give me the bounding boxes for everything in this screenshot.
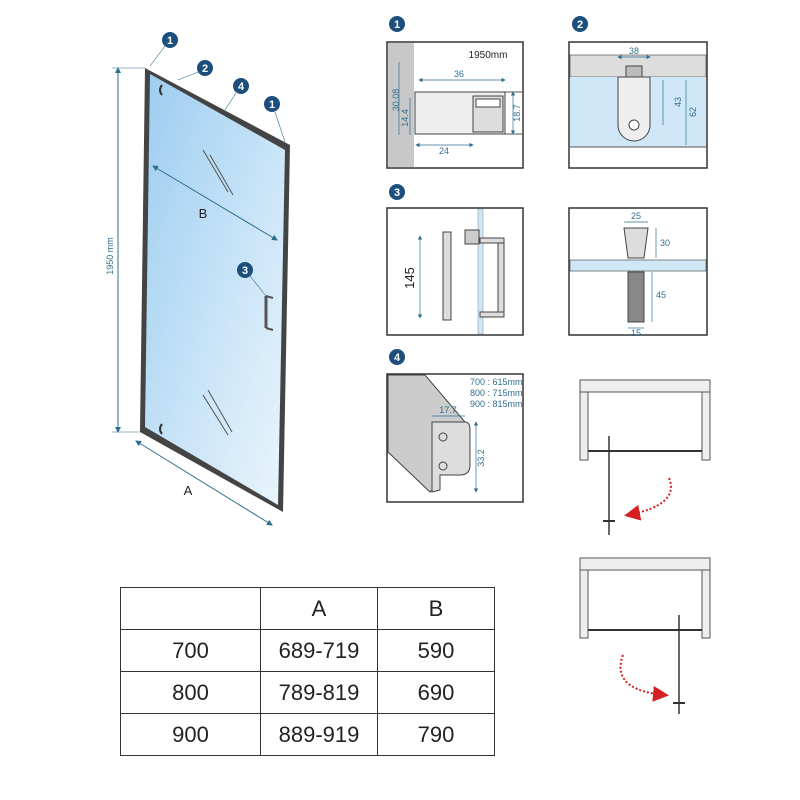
dimension-label: 36 bbox=[454, 69, 464, 79]
table-cell: 700 bbox=[120, 629, 261, 672]
dimension-label: 15 bbox=[631, 328, 641, 338]
table-cell: 889-919 bbox=[260, 713, 378, 756]
table-header-row: A B bbox=[120, 587, 495, 630]
hinge-bracket bbox=[617, 76, 651, 142]
callout-1-right: 1 bbox=[264, 96, 286, 143]
table-row: 900 889-919 790 bbox=[120, 713, 495, 756]
panel-1-badge: 1 bbox=[394, 19, 400, 31]
dimension-label: 18.7 bbox=[512, 104, 522, 122]
handle-bar bbox=[442, 231, 452, 321]
table-cell: 900 bbox=[120, 713, 261, 756]
size-note: 900 : 815mm bbox=[470, 399, 523, 409]
glass-section bbox=[569, 259, 707, 272]
dimension-label: 33.2 bbox=[476, 449, 486, 467]
swing-diagram-inward bbox=[579, 557, 711, 714]
glass-reflection bbox=[202, 394, 229, 436]
callout-1-top: 1 bbox=[149, 32, 178, 67]
dimension-label: 43 bbox=[673, 97, 683, 107]
table-header bbox=[120, 587, 261, 630]
dimension-label: 62 bbox=[688, 107, 698, 117]
hinge-pivot-top bbox=[159, 84, 163, 96]
dimension-label: 17.7 bbox=[439, 405, 457, 415]
panel-1-title: 1950mm bbox=[469, 50, 508, 61]
table-cell: 590 bbox=[377, 629, 495, 672]
panel-2-badge: 2 bbox=[577, 19, 583, 31]
callout-number: 3 bbox=[242, 265, 248, 277]
table-cell: 690 bbox=[377, 671, 495, 714]
handle-bar bbox=[497, 237, 505, 317]
table-cell: 689-719 bbox=[260, 629, 378, 672]
knob bbox=[623, 227, 649, 259]
table-header: A bbox=[260, 587, 378, 630]
detail-panel-3: 3 145 bbox=[386, 184, 524, 336]
dimension-label: 30 bbox=[660, 238, 670, 248]
width-b-label: B bbox=[199, 206, 208, 221]
callout-number: 1 bbox=[167, 35, 173, 47]
dimension-label: 25 bbox=[631, 211, 641, 221]
detail-panel-2: 2 38 43 62 bbox=[568, 16, 708, 169]
callout-3: 3 bbox=[237, 262, 267, 297]
callout-number: 4 bbox=[238, 81, 245, 93]
table-row: 800 789-819 690 bbox=[120, 671, 495, 714]
size-note: 700 : 615mm bbox=[470, 377, 523, 387]
panel-3-badge: 3 bbox=[394, 187, 400, 199]
width-a-line bbox=[135, 440, 273, 526]
dimension-label: 38 bbox=[629, 46, 639, 56]
detail-panel-3b: 25 30 45 15 bbox=[568, 207, 708, 338]
panel-4-badge: 4 bbox=[394, 352, 401, 364]
detail-panel-1: 1 1950mm 36 30.08 14.4 18.7 24 bbox=[386, 16, 524, 169]
swing-diagram-outward bbox=[579, 379, 711, 535]
dimension-label: 14.4 bbox=[400, 109, 410, 127]
dimension-label: 30.08 bbox=[391, 89, 401, 112]
size-table: A B 700 689-719 590 800 789-819 690 900 … bbox=[120, 587, 495, 756]
table-row: 700 689-719 590 bbox=[120, 629, 495, 672]
table-header: B bbox=[377, 587, 495, 630]
dimension-label: 145 bbox=[402, 267, 417, 289]
shower-door bbox=[140, 68, 290, 512]
width-a-label: A bbox=[184, 483, 193, 498]
hinge-pivot-bottom bbox=[159, 423, 163, 435]
table-cell: 790 bbox=[377, 713, 495, 756]
callout-2: 2 bbox=[177, 60, 213, 81]
profile-section bbox=[431, 421, 471, 493]
table-cell: 800 bbox=[120, 671, 261, 714]
size-note: 800 : 715mm bbox=[470, 388, 523, 398]
swing-arrow-icon bbox=[619, 654, 669, 702]
table-cell: 789-819 bbox=[260, 671, 378, 714]
glass-reflection bbox=[207, 389, 233, 433]
dimension-label: 24 bbox=[439, 146, 449, 156]
height-label: 1950 mm bbox=[105, 237, 115, 275]
swing-arrow-icon bbox=[624, 477, 672, 521]
callout-number: 1 bbox=[269, 99, 275, 111]
detail-panel-4: 4 700 : 615mm 800 : 715mm 900 : 815mm 17… bbox=[386, 349, 524, 503]
dimension-label: 45 bbox=[656, 290, 666, 300]
width-b-line bbox=[152, 165, 278, 241]
glass-section bbox=[477, 208, 484, 335]
door-handle bbox=[264, 295, 274, 331]
callout-number: 2 bbox=[202, 63, 208, 75]
callout-4: 4 bbox=[224, 78, 249, 111]
